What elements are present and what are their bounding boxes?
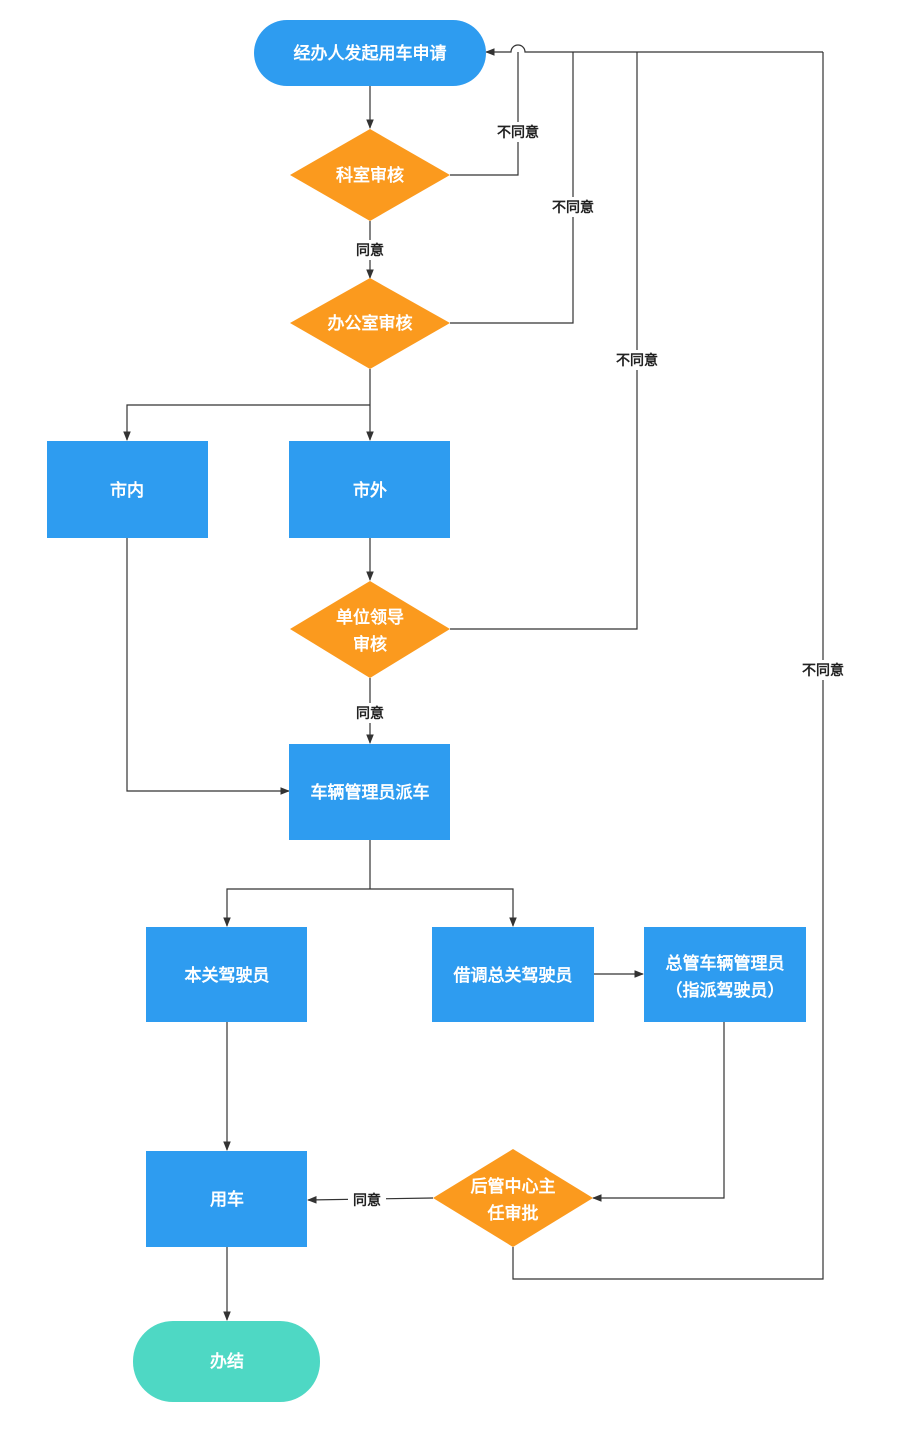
edge-logistics-reject [512, 52, 824, 1280]
node-start-label: 经办人发起用车申请 [294, 43, 447, 64]
label-bg-leader-agree [351, 703, 389, 723]
node-office-review-label: 办公室审核 [328, 313, 413, 334]
node-in-city[interactable]: 市内 [47, 441, 208, 538]
edge-split-to-own-driver [223, 888, 370, 927]
node-dispatch[interactable]: 车辆管理员派车 [289, 744, 450, 840]
node-end-label: 办结 [210, 1351, 244, 1372]
edge-label-dept-reject: 不同意 [497, 124, 539, 141]
node-out-city[interactable]: 市外 [289, 441, 450, 538]
edge-office-reject [450, 52, 574, 324]
edge-label-office-reject: 不同意 [552, 199, 594, 216]
node-dept-review[interactable]: 科室审核 [290, 129, 450, 221]
decision-dept-review-shape [290, 129, 450, 221]
process-general-manager-shape [644, 927, 806, 1022]
node-leader-review[interactable]: 单位领导 审核 [290, 581, 450, 678]
label-bg-logistics-agree [348, 1190, 386, 1210]
process-own-driver-shape [146, 927, 307, 1022]
node-office-review[interactable]: 办公室审核 [290, 278, 450, 369]
decision-leader-review-shape [290, 581, 450, 678]
node-general-manager-label-line2: （指派驾驶员） [666, 980, 785, 1001]
edge-label-logistics-reject: 不同意 [802, 662, 844, 679]
edge-dept-reject [450, 52, 519, 176]
edge-leader-reject [450, 52, 638, 630]
edge-reject-return-line [485, 44, 823, 56]
node-in-city-label: 市内 [110, 480, 144, 501]
edge-label-logistics-agree: 同意 [353, 1192, 381, 1209]
node-own-driver-label: 本关驾驶员 [185, 965, 270, 986]
node-dispatch-label: 车辆管理员派车 [311, 782, 430, 803]
node-end[interactable]: 办结 [133, 1321, 320, 1402]
node-general-manager[interactable]: 总管车辆管理员 （指派驾驶员） [644, 927, 806, 1022]
node-borrow-driver-label: 借调总关驾驶员 [453, 965, 573, 986]
node-out-city-label: 市外 [353, 480, 387, 501]
process-out-city-shape [289, 441, 450, 538]
process-in-city-shape [47, 441, 208, 538]
label-bg-dept-reject [492, 122, 544, 142]
node-leader-review-label-line1: 单位领导 [336, 607, 404, 628]
edge-general-manager-to-logistics [592, 1022, 725, 1202]
edge-split-to-borrow-driver [370, 888, 517, 927]
node-general-manager-label-line1: 总管车辆管理员 [666, 953, 785, 974]
edge-labels: 不同意 不同意 不同意 不同意 同意 同意 同意 [348, 122, 849, 1210]
node-start[interactable]: 经办人发起用车申请 [254, 20, 486, 86]
nodes: 经办人发起用车申请 科室审核 办公室审核 市内 市外 单位领导 审核 [47, 20, 806, 1402]
node-logistics-review[interactable]: 后管中心主 任审批 [433, 1149, 593, 1247]
edge-label-leader-agree: 同意 [356, 705, 384, 722]
node-borrow-driver[interactable]: 借调总关驾驶员 [432, 927, 594, 1022]
terminal-start-shape [254, 20, 486, 86]
node-leader-review-label-line2: 审核 [353, 634, 387, 655]
terminal-end-shape [133, 1321, 320, 1402]
edge-label-leader-reject: 不同意 [616, 352, 658, 369]
node-dept-review-label: 科室审核 [336, 165, 404, 186]
label-bg-leader-reject [611, 350, 663, 370]
node-use-car-label: 用车 [210, 1189, 244, 1210]
process-use-car-shape [146, 1151, 307, 1247]
edge-split-to-in-city [123, 404, 370, 441]
node-own-driver[interactable]: 本关驾驶员 [146, 927, 307, 1022]
label-bg-dept-agree [351, 240, 389, 260]
label-bg-logistics-reject [797, 660, 849, 680]
node-logistics-review-label-line2: 任审批 [487, 1203, 539, 1224]
edges [123, 44, 824, 1321]
process-borrow-driver-shape [432, 927, 594, 1022]
edge-in-city-to-dispatch [126, 538, 290, 795]
decision-logistics-review-shape [433, 1149, 593, 1247]
process-dispatch-shape [289, 744, 450, 840]
label-bg-office-reject [547, 197, 599, 217]
node-logistics-review-label-line1: 后管中心主 [471, 1176, 556, 1197]
edge-label-dept-agree: 同意 [356, 242, 384, 259]
decision-office-review-shape [290, 278, 450, 369]
node-use-car[interactable]: 用车 [146, 1151, 307, 1247]
